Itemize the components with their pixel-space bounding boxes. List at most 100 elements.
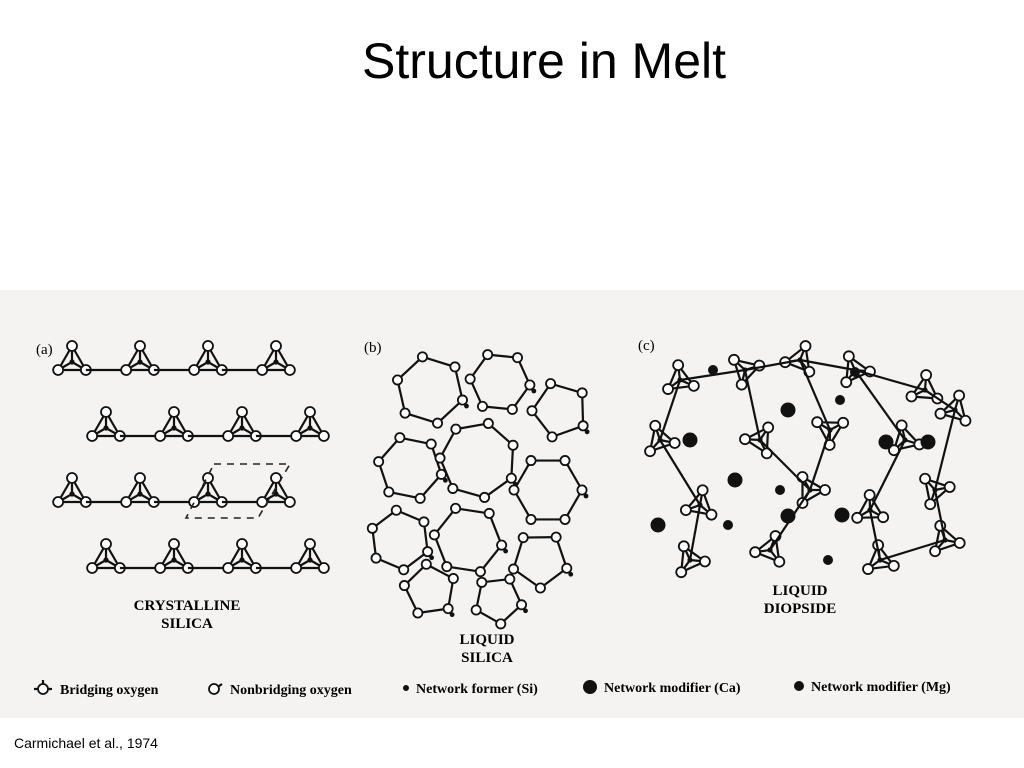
bridging-oxygen [559, 513, 571, 525]
network-former-si [103, 557, 109, 563]
bridging-oxygen [516, 599, 528, 611]
legend-label-modifier-ca: Network modifier (Ca) [604, 681, 741, 696]
network-former-si [442, 477, 448, 483]
bridging-oxygen [366, 522, 378, 534]
bridging-oxygen [799, 340, 812, 352]
bridging-oxygen [222, 430, 235, 442]
bridging-oxygen [447, 482, 459, 494]
bridging-oxygen [66, 472, 78, 484]
bridging-oxygen [840, 376, 853, 389]
inter-tetra-bond [854, 368, 926, 392]
network-modifier-ca [682, 432, 698, 448]
bridging-oxygen [762, 421, 775, 434]
bridging-oxygen [699, 555, 711, 568]
bridging-oxygen [134, 472, 146, 484]
bridging-oxygen [675, 566, 688, 579]
network-former-si [69, 359, 75, 365]
bridging-oxygen [479, 491, 491, 503]
inter-tetra-bond [933, 489, 947, 541]
bridging-oxygen [877, 511, 890, 524]
bridging-oxygen [236, 406, 248, 418]
bridging-oxygen [735, 378, 748, 391]
bridging-oxygen [559, 455, 571, 467]
bridging-oxygen [687, 379, 700, 392]
network-modifier-mg [723, 520, 733, 530]
bridging-oxygen [550, 531, 562, 543]
bridging-oxygen [100, 538, 112, 550]
bridging-oxygen [887, 559, 900, 572]
ring-bond [422, 355, 456, 368]
network-former-si [239, 425, 245, 431]
panel-a-caption-line2: SILICA [161, 616, 213, 632]
bridging-oxygen [425, 438, 437, 450]
modifier-mg-symbol [794, 681, 804, 691]
network-former-si [273, 359, 279, 365]
network-modifier-ca [780, 402, 796, 418]
bridging-oxygen [270, 340, 282, 352]
bridging-oxygen [482, 349, 494, 361]
panel-b-caption-line1: LIQUID [459, 632, 514, 648]
inter-tetra-bond [933, 409, 957, 491]
network-former-si [171, 425, 177, 431]
bridging-oxygen [154, 430, 167, 442]
network-modifier-ca [834, 507, 850, 523]
bridging-oxygen [86, 430, 99, 442]
network-former-si [205, 491, 211, 497]
network-former-si [531, 388, 537, 394]
bridging-oxygen [290, 562, 303, 574]
bridging-oxygen [526, 405, 538, 417]
network-former-si [273, 491, 279, 497]
bridging-oxygen [677, 540, 690, 553]
bridging-oxygen [863, 489, 876, 501]
ring-bond [513, 460, 532, 491]
bridging-oxygen [283, 496, 296, 508]
bridging-oxygen [545, 378, 557, 390]
network-modifier-ions [650, 365, 936, 565]
inter-tetra-bond [868, 509, 882, 561]
inter-tetra-bond [808, 429, 832, 491]
bridging-oxygen [474, 566, 486, 578]
ring-bond [453, 366, 464, 401]
bridging-oxygen [525, 513, 537, 525]
network-former-si [205, 359, 211, 365]
modifier-ca-symbol [583, 680, 597, 694]
panel-c-tag: (c) [638, 338, 655, 354]
bridging-oxygen [507, 439, 519, 451]
bridging-oxygen [851, 511, 864, 524]
bridging-oxygen [561, 562, 573, 574]
liquid-silica-network [366, 349, 590, 630]
bridging-oxygen [450, 502, 462, 514]
bridging-oxygen [811, 416, 824, 429]
panel-a-tag: (a) [36, 342, 53, 358]
bridging-oxygen [134, 340, 146, 352]
bridging-oxygen [256, 364, 269, 376]
bridging-oxygen [920, 369, 933, 381]
inter-tetra-bond [679, 368, 746, 382]
network-former-si [137, 491, 143, 497]
inter-tetra-bond [743, 369, 762, 441]
network-former-si [583, 493, 589, 499]
bridging-oxygen [447, 573, 459, 585]
inter-tetra-bond [924, 389, 956, 411]
network-modifier-mg [708, 365, 718, 375]
slide-title: Structure in Melt [362, 33, 727, 89]
inter-tetra-bond [658, 379, 682, 441]
legend-label-network-former: Network former (Si) [416, 682, 538, 697]
network-modifier-mg [823, 555, 833, 565]
bridging-oxygen [412, 607, 424, 619]
bridging-oxygen [842, 350, 855, 363]
bridging-oxygen [154, 562, 167, 574]
bridging-oxygen [432, 417, 444, 429]
bridging-oxygen [524, 379, 536, 391]
bridging-oxygen [959, 414, 972, 427]
inter-tetra-bond [744, 358, 801, 372]
bridging-oxygen [398, 580, 410, 592]
bridging-oxygen [434, 452, 446, 464]
bridging-oxygen [290, 430, 303, 442]
bridging-oxygen [495, 618, 507, 630]
bridging-oxygen [283, 364, 296, 376]
bridging-oxygen [773, 555, 786, 568]
network-former-si [103, 425, 109, 431]
bridging-oxygen [739, 433, 751, 446]
network-modifier-ca [780, 508, 796, 524]
